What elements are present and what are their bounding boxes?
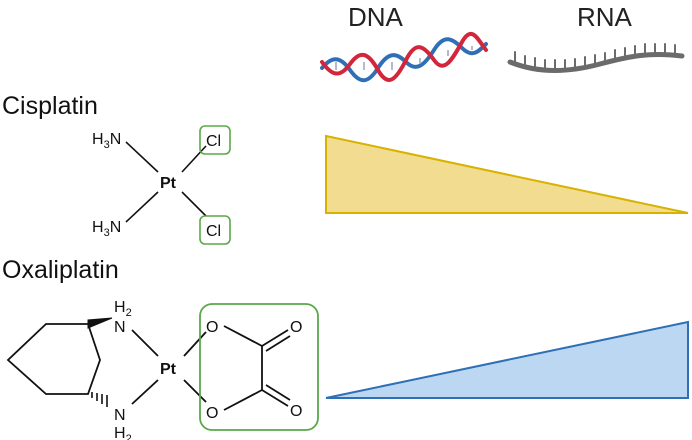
oxaliplatin-o-top: O [206,319,218,336]
oxaliplatin-n-top: N [114,319,126,336]
oxaliplatin-h2-bottom: H2 [114,425,132,440]
bond-pt-nh3-top [125,141,159,173]
bond-o-c-bottom [223,389,263,411]
rna-column-header: RNA [577,2,632,32]
rna-strand-icon [507,43,685,73]
hashed-bond-bottom [91,392,108,407]
oxaliplatin-n-bottom: N [114,407,126,424]
oxaliplatin-o-bottom: O [206,405,218,422]
dna-column-header: DNA [348,2,403,32]
bond-pt-cl-top [181,145,207,173]
bond-pt-cl-bottom [181,191,207,217]
oxalate-highlight-box [199,303,319,431]
bond-n-bottom-pt [131,379,159,405]
oxaliplatin-h2-top: H2 [114,299,132,319]
cisplatin-structure [125,141,207,223]
dna-strand-red [320,31,488,82]
bond-n-top-pt [131,329,159,357]
cisplatin-cl-box-top [199,125,231,155]
oxaliplatin-trend-triangle [325,320,689,399]
wedge-bond-top [87,317,113,329]
oxaliplatin-carbonyl-o-bottom: O [290,403,302,420]
oxaliplatin-pt-atom: Pt [160,361,177,378]
bond-pt-o-bottom [183,379,207,403]
dna-helix-icon [320,31,488,83]
bond-o-c-top [223,325,263,347]
cisplatin-cl-bottom: Cl [206,223,221,240]
bond-c-o-top-2 [265,335,291,352]
oxaliplatin-structure [6,317,291,411]
rna-bases [514,43,676,71]
cisplatin-cl-top: Cl [206,133,221,150]
dna-base-pairs [335,46,473,70]
cisplatin-amine-top: H3N [92,131,121,151]
bond-c-o-bottom-2 [265,384,291,401]
cisplatin-trend-triangle [325,134,689,214]
oxaliplatin-label: Oxaliplatin [2,256,119,284]
cisplatin-label: Cisplatin [2,92,98,120]
cisplatin-cl-box-bottom [199,215,231,245]
cisplatin-pt-atom: Pt [160,175,177,192]
bond-c-o-bottom-1 [261,389,289,407]
oxaliplatin-carbonyl-o-top: O [290,319,302,336]
bond-pt-o-top [183,331,207,357]
cisplatin-amine-bottom: H3N [92,219,121,239]
bond-pt-nh3-bottom [125,191,159,223]
bond-c-o-top-1 [261,329,289,347]
cyclohexane-ring [6,323,101,395]
